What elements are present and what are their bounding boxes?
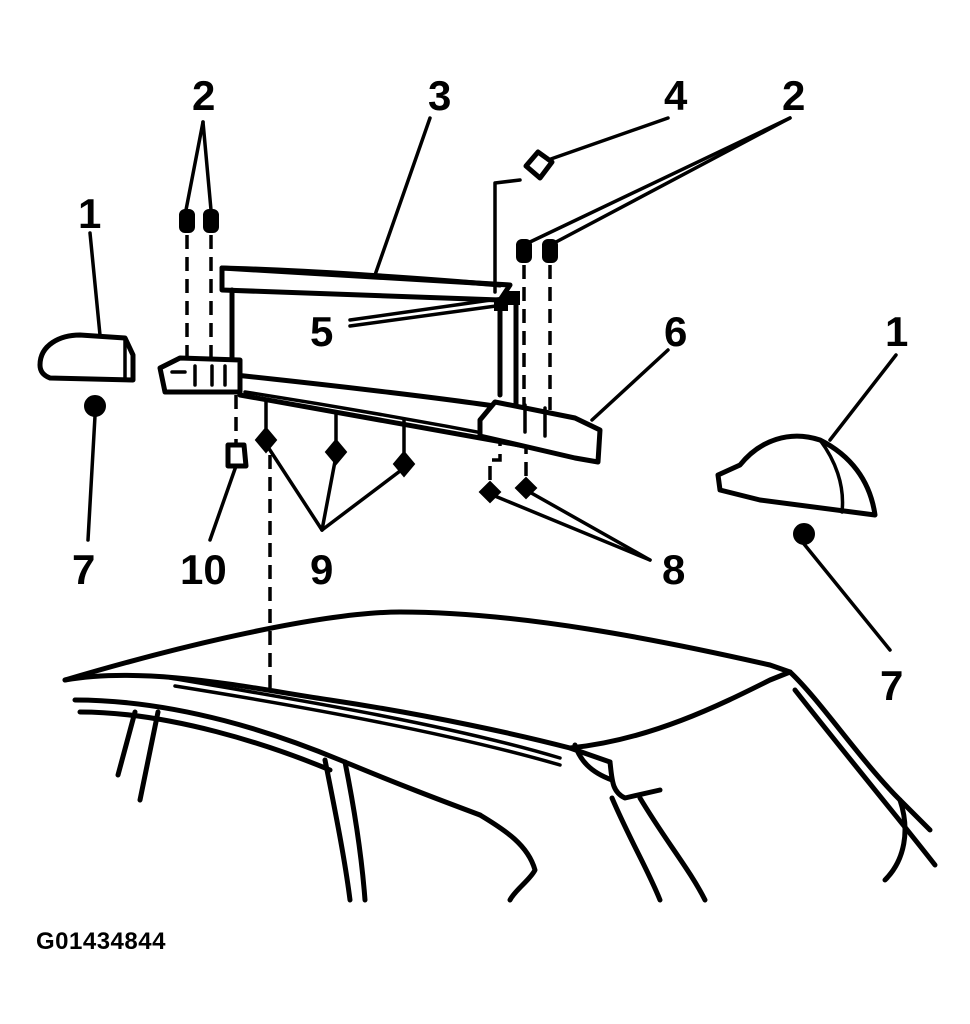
label-3: 3: [428, 72, 451, 119]
label-2-left: 2: [192, 72, 215, 119]
label-8: 8: [662, 546, 685, 593]
vehicle-roof: [62, 609, 938, 903]
stud-10: [225, 395, 249, 469]
plug-7-left: [84, 395, 106, 417]
label-1-right: 1: [885, 308, 908, 355]
label-7-right: 7: [880, 662, 903, 709]
front-support: [157, 355, 243, 395]
end-cap-left: [37, 332, 136, 383]
screws-right: [516, 239, 558, 410]
label-1-left: 1: [78, 190, 101, 237]
cross-bar: [219, 265, 519, 411]
label-10: 10: [180, 546, 227, 593]
label-2-right: 2: [782, 72, 805, 119]
leader-lines: [86, 116, 898, 652]
screws-left: [179, 209, 219, 365]
rear-support: [477, 399, 603, 465]
label-7-left: 7: [72, 546, 95, 593]
screw-4: [493, 149, 555, 294]
label-9: 9: [310, 546, 333, 593]
figure-id: G01434844: [36, 928, 166, 955]
fasteners-9: [254, 398, 416, 688]
plug-7-right: [793, 523, 815, 545]
end-cap-right: [715, 433, 878, 518]
label-6: 6: [664, 308, 687, 355]
label-5: 5: [310, 308, 333, 355]
callout-labels: 2 3 4 2 1 5 6 1 7 10 9 8 7: [72, 72, 908, 709]
label-4: 4: [664, 72, 688, 119]
